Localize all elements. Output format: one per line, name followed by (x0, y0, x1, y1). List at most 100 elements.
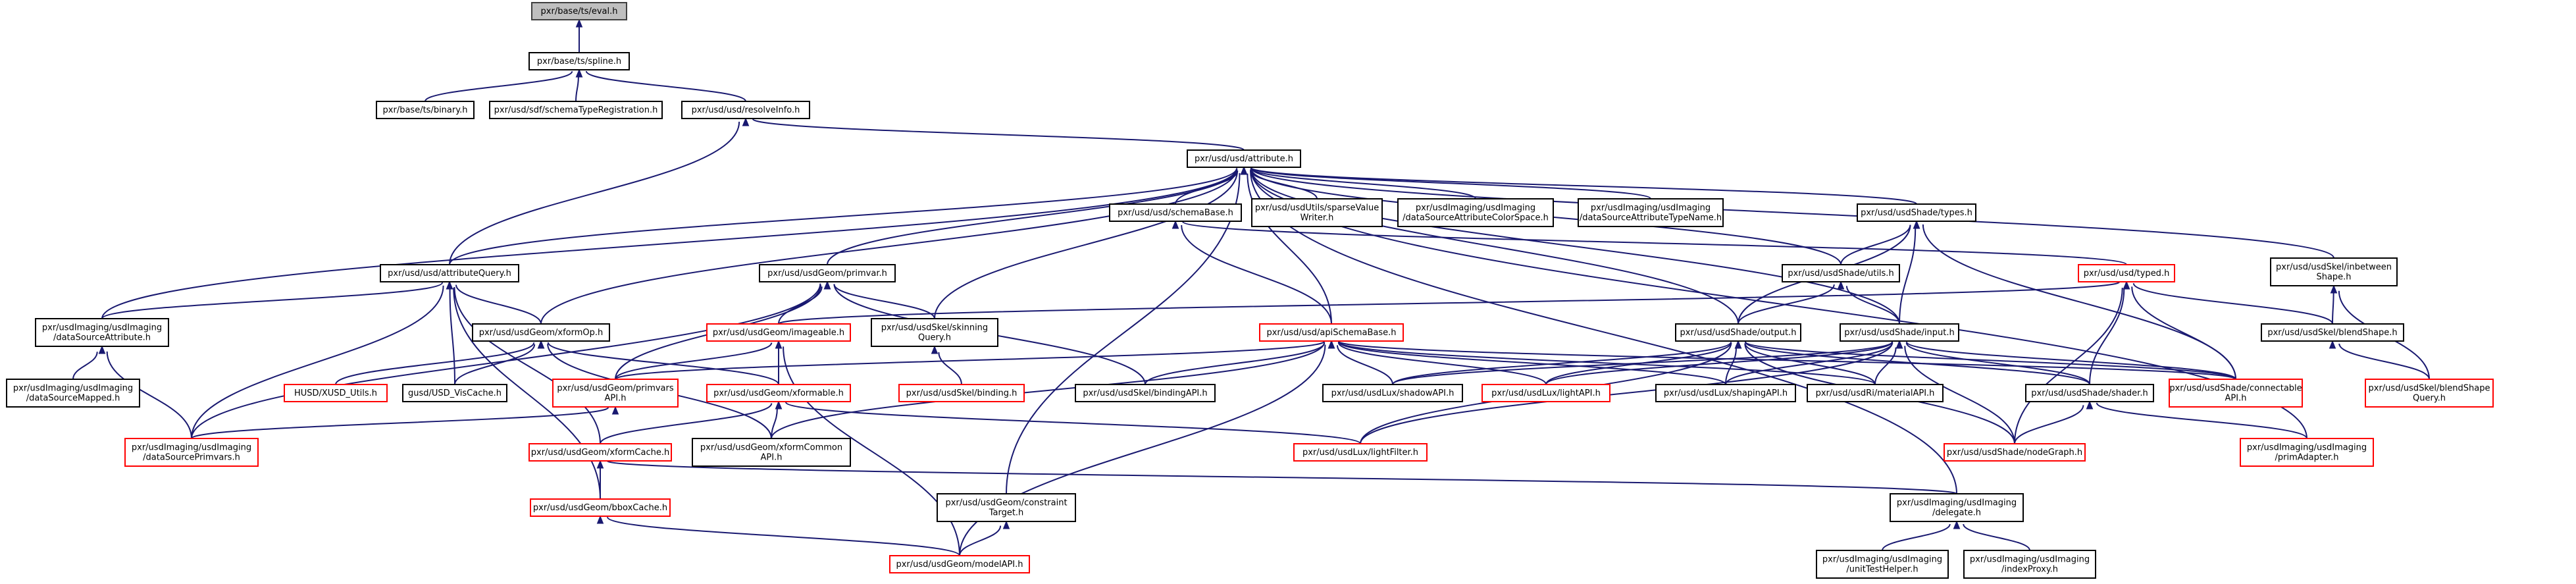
node-eval-h[interactable]: pxr/base/ts/eval.h (531, 2, 627, 20)
edge-line (1545, 341, 1893, 385)
edge-arrowhead (1895, 340, 1903, 349)
node-model-api-h[interactable]: pxr/usd/usdGeom/modelAPI.h (889, 555, 1030, 573)
edge-imageable-to-typed (778, 280, 2130, 325)
edge-arrowhead (2330, 284, 2338, 294)
eval-box (531, 2, 627, 20)
primvarsAPI-box (552, 379, 679, 408)
edge-dsPrimvars-to-dsAttribute (98, 345, 192, 439)
node-label-line: pxr/usd/usdUtils/sparseValue (1255, 203, 1379, 213)
node-label-line: /dataSourcePrimvars.h (143, 453, 240, 463)
node-skel-binding-h[interactable]: pxr/usd/usdSkel/binding.h (898, 384, 1025, 402)
node-shade-input-h[interactable]: pxr/usd/usdShade/input.h (1840, 323, 1959, 342)
node-shaping-api-h[interactable]: pxr/usd/usdLux/shapingAPI.h (1655, 384, 1796, 402)
edge-dsAttribute-to-attributeQuery (101, 280, 453, 319)
node-typed-h[interactable]: pxr/usd/usd/typed.h (2078, 264, 2175, 282)
node-schema-type-registration-h[interactable]: pxr/usd/sdf/schemaTypeRegistration.h (489, 101, 663, 119)
node-delegate-h[interactable]: pxr/usdImaging/usdImaging/delegate.h (1890, 493, 2024, 522)
shadeUtils-label: pxr/usd/usdShade/utils.h (1788, 269, 1893, 279)
edge-line (454, 344, 536, 385)
node-shade-utils-h[interactable]: pxr/usd/usdShade/utils.h (1782, 264, 1900, 282)
node-api-schema-base-h[interactable]: pxr/usd/usd/apiSchemaBase.h (1259, 323, 1404, 342)
blendShape-label: pxr/usd/usdSkel/blendShape.h (2267, 328, 2397, 338)
node-label-line: pxr/usdImaging/usdImaging (132, 443, 251, 453)
node-husd-xusd-utils-h[interactable]: HUSD/XUSD_Utils.h (284, 384, 388, 402)
node-binding-api-h[interactable]: pxr/usd/usdSkel/bindingAPI.h (1075, 384, 1216, 402)
edge-line (1392, 341, 1893, 385)
node-binary-h[interactable]: pxr/base/ts/binary.h (376, 101, 475, 119)
node-light-filter-h[interactable]: pxr/usd/usdLux/lightFilter.h (1293, 443, 1428, 462)
shadeTypes-label: pxr/usd/usdShade/types.h (1861, 208, 1972, 218)
edge-line (191, 406, 609, 439)
edge-line (453, 287, 601, 444)
shadowAPI-label: pxr/usd/usdLux/shadowAPI.h (1331, 388, 1455, 398)
node-data-source-attribute-h[interactable]: pxr/usdImaging/usdImaging/dataSourceAttr… (35, 318, 169, 347)
node-index-proxy-h[interactable]: pxr/usdImaging/usdImaging/indexProxy.h (1963, 550, 2096, 579)
node-light-api-h[interactable]: pxr/usd/usdLux/lightAPI.h (1481, 384, 1610, 402)
edge-line (778, 286, 823, 325)
node-xform-op-h[interactable]: pxr/usd/usdGeom/xformOp.h (472, 323, 610, 342)
node-shader-h[interactable]: pxr/usd/usdShade/shader.h (2025, 384, 2154, 402)
node-data-source-primvars-h[interactable]: pxr/usdImaging/usdImaging/dataSourcePrim… (124, 438, 259, 467)
node-label-line: pxr/usdImaging/usdImaging (1897, 498, 2017, 508)
edge-line (1181, 221, 2127, 265)
dsAttrColorSpace-box (1397, 198, 1554, 227)
node-usd-vis-cache-h[interactable]: gusd/USD_VisCache.h (402, 384, 507, 402)
node-resolve-info-h[interactable]: pxr/usd/usd/resolveInfo.h (681, 101, 810, 119)
node-spline-h[interactable]: pxr/base/ts/spline.h (528, 52, 630, 70)
node-xformable-h[interactable]: pxr/usd/usdGeom/xformable.h (706, 384, 851, 402)
indexProxy-box (1963, 550, 2096, 579)
node-primvar-h[interactable]: pxr/usd/usdGeom/primvar.h (759, 264, 896, 282)
shader-label: pxr/usd/usdShade/shader.h (2031, 388, 2148, 398)
edge-xformOp-to-attributeQuery (446, 280, 542, 325)
edge-nodeGraph-to-shader (2014, 400, 2094, 444)
node-prim-adapter-h[interactable]: pxr/usdImaging/usdImaging/primAdapter.h (2240, 438, 2374, 467)
node-label-line: pxr/usd/usdGeom/primvars (557, 384, 674, 394)
node-label-line: pxr/usd/sdf/schemaTypeRegistration.h (494, 105, 658, 115)
node-unit-test-helper-h[interactable]: pxr/usdImaging/usdImaging/unitTestHelper… (1816, 550, 1949, 579)
node-label-line: pxr/base/ts/eval.h (541, 7, 618, 16)
node-attribute-h[interactable]: pxr/usd/usd/attribute.h (1187, 149, 1301, 168)
node-schema-base-h[interactable]: pxr/usd/usd/schemaBase.h (1109, 203, 1242, 222)
node-data-source-attribute-color-space-h[interactable]: pxr/usdImaging/usdImaging/dataSourceAttr… (1397, 198, 1554, 227)
node-shade-output-h[interactable]: pxr/usd/usdShade/output.h (1675, 323, 1801, 342)
edge-attribute-to-resolveInfo (742, 117, 1245, 151)
edge-arrowhead (575, 68, 583, 78)
xformCache-box (528, 443, 672, 462)
edge-dsAttribute-to-attribute (101, 166, 1248, 319)
node-shade-types-h[interactable]: pxr/usd/usdShade/types.h (1857, 203, 1976, 222)
node-shadow-api-h[interactable]: pxr/usd/usdLux/shadowAPI.h (1322, 384, 1463, 402)
node-data-source-mapped-h[interactable]: pxr/usdImaging/usdImaging/dataSourceMapp… (6, 379, 140, 408)
node-bbox-cache-h[interactable]: pxr/usd/usdGeom/bboxCache.h (530, 498, 671, 517)
edge-line (455, 284, 542, 325)
edge-connectableAPI-to-apiSchemaBase (1327, 340, 2236, 380)
node-label-line: pxr/usd/usd/attributeQuery.h (388, 269, 511, 279)
node-data-source-attribute-type-name-h[interactable]: pxr/usdImaging/usdImaging/dataSourceAttr… (1578, 198, 1724, 227)
edge-arrowhead (611, 406, 619, 415)
indexProxy-label: pxr/usdImaging/usdImaging/indexProxy.h (1970, 555, 2090, 575)
dsAttribute-label: pxr/usdImaging/usdImaging/dataSourceAttr… (42, 323, 162, 343)
node-attribute-query-h[interactable]: pxr/usd/usd/attributeQuery.h (380, 264, 519, 282)
node-blend-shape-h[interactable]: pxr/usd/usdSkel/blendShape.h (2261, 323, 2404, 342)
edge-arrowhead (596, 460, 604, 469)
node-material-api-h[interactable]: pxr/usd/usdRi/materialAPI.h (1807, 384, 1944, 402)
typed-box (2078, 264, 2175, 282)
primAdapter-label: pxr/usdImaging/usdImaging/primAdapter.h (2247, 443, 2367, 463)
edge-materialAPI-to-apiSchemaBase (1327, 340, 1876, 385)
edge-line (72, 352, 98, 380)
node-xform-cache-h[interactable]: pxr/usd/usdGeom/xformCache.h (528, 443, 672, 462)
edge-line (575, 76, 579, 102)
node-imageable-h[interactable]: pxr/usd/usdGeom/imageable.h (706, 323, 851, 342)
spline-box (528, 52, 630, 70)
materialAPI-label: pxr/usd/usdRi/materialAPI.h (1816, 388, 1935, 398)
node-node-graph-h[interactable]: pxr/usd/usdShade/nodeGraph.h (1944, 443, 2086, 462)
dsMapped-box (6, 379, 140, 408)
